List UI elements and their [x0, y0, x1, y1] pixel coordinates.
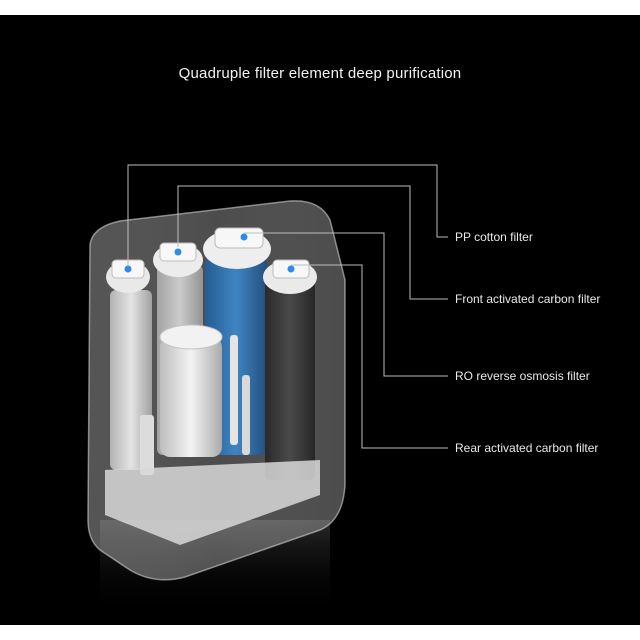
pp-cotton-dot	[124, 265, 132, 273]
leader-line-pp	[127, 164, 448, 265]
water-purifier-illustration	[87, 164, 448, 615]
label-ro-filter: RO reverse osmosis filter	[455, 369, 590, 383]
leader-line-rear-carbon	[291, 264, 448, 449]
product-stage: Quadruple filter element deep purificati…	[0, 15, 640, 625]
headline: Quadruple filter element deep purificati…	[178, 65, 462, 82]
leader-line-front-carbon	[177, 185, 448, 300]
ro-dot	[240, 233, 248, 241]
front-carbon-dot	[174, 248, 182, 256]
label-front-carbon-filter: Front activated carbon filter	[455, 292, 601, 306]
label-rear-carbon-filter: Rear activated carbon filter	[455, 441, 599, 455]
base-plate	[105, 460, 320, 545]
booster-pump	[160, 337, 222, 457]
rear-carbon-filter	[265, 280, 315, 480]
leader-line-ro	[244, 232, 448, 377]
label-pp-cotton-filter: PP cotton filter	[455, 230, 533, 244]
rear-carbon-dot	[287, 265, 295, 273]
